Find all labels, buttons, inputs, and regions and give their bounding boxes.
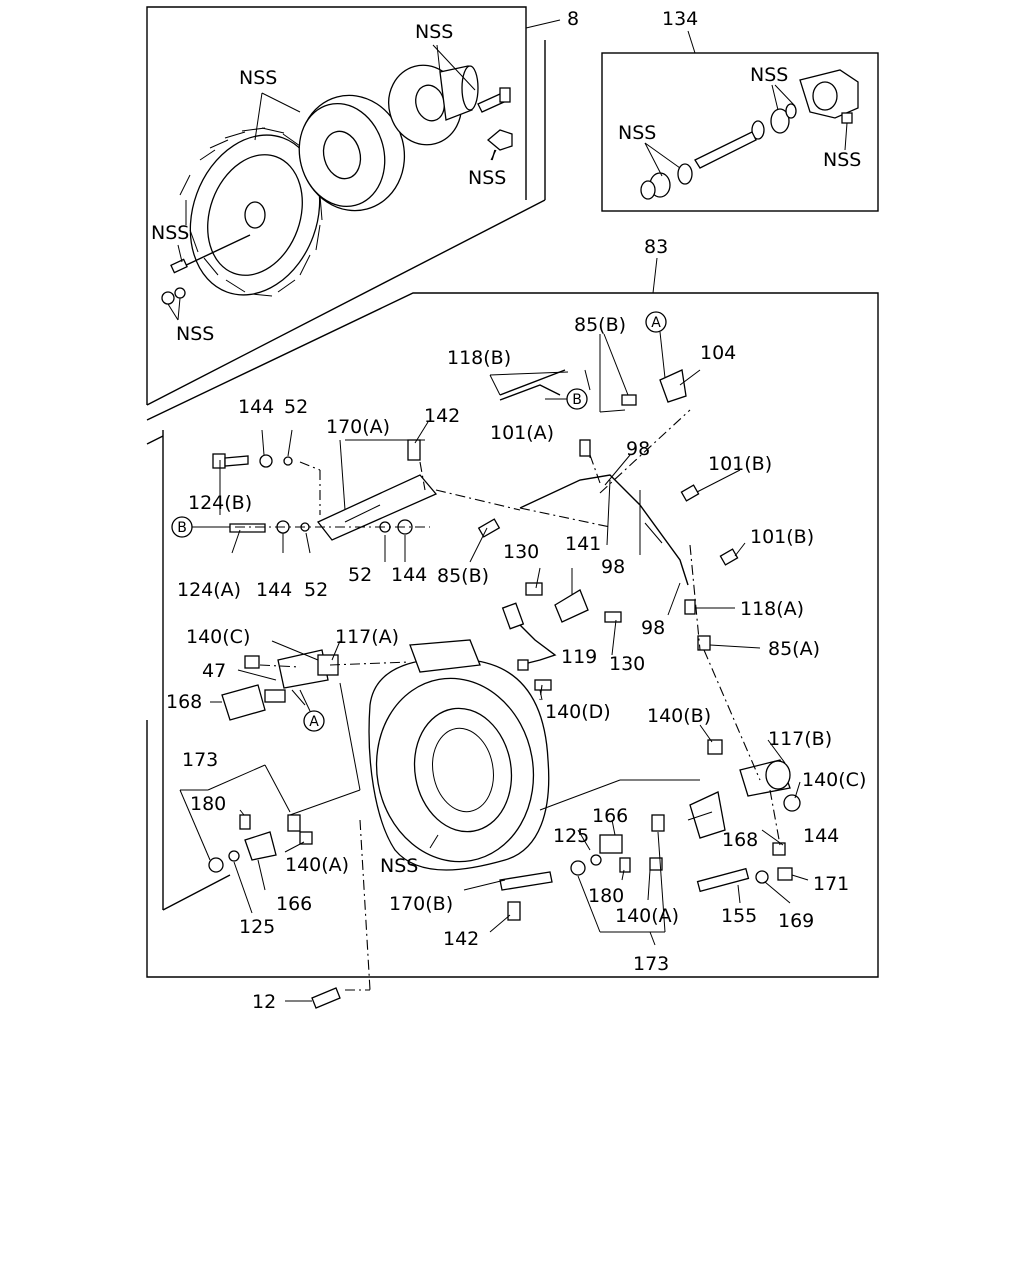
label-166: 166 — [592, 805, 628, 827]
bolts-group-8 — [161, 87, 513, 305]
label-119: 119 — [561, 646, 597, 668]
label-173: 173 — [633, 953, 669, 975]
label-124b: 124(B) — [188, 492, 252, 514]
label-134: 134 — [662, 8, 698, 30]
label-140c: 140(C) — [802, 769, 866, 791]
flange-hub — [388, 64, 479, 146]
callout-b-top: B — [545, 388, 588, 410]
label-47: 47 — [202, 660, 226, 682]
label-nss: NSS — [750, 64, 788, 86]
label-52: 52 — [348, 564, 372, 586]
leaders-group-83 — [179, 333, 809, 1002]
label-98: 98 — [641, 617, 665, 639]
label-85b: 85(B) — [437, 565, 489, 587]
label-nss: NSS — [239, 67, 277, 89]
label-nss: NSS — [415, 21, 453, 43]
label-155: 155 — [721, 905, 757, 927]
label-180: 180 — [588, 885, 624, 907]
label-140b: 140(B) — [647, 705, 711, 727]
label-142: 142 — [443, 928, 479, 950]
label-166: 166 — [276, 893, 312, 915]
label-104: 104 — [700, 342, 736, 364]
label-85a: 85(A) — [768, 638, 820, 660]
label-101b: 101(B) — [750, 526, 814, 548]
label-101a: 101(A) — [490, 422, 554, 444]
label-52: 52 — [284, 396, 308, 418]
label-125: 125 — [239, 916, 275, 938]
label-168: 168 — [722, 829, 758, 851]
svg-text:B: B — [177, 520, 187, 536]
label-140d: 140(D) — [545, 701, 611, 723]
label-171: 171 — [813, 873, 849, 895]
label-170a: 170(A) — [326, 416, 390, 438]
label-nss: NSS — [151, 222, 189, 244]
label-118a: 118(A) — [740, 598, 804, 620]
guide-lines — [235, 409, 781, 991]
label-98: 98 — [601, 556, 625, 578]
label-nss: NSS — [176, 323, 214, 345]
label-180: 180 — [190, 793, 226, 815]
label-85b: 85(B) — [574, 314, 626, 336]
svg-text:A: A — [651, 315, 661, 331]
callout-b-left: B — [171, 516, 230, 538]
frame-group-83 — [146, 257, 879, 978]
hub-disc — [298, 94, 406, 212]
part-labels: 8 134 83 NSS NSS NSS NSS NSS NSS NSS NSS… — [151, 8, 866, 1013]
label-101b: 101(B) — [708, 453, 772, 475]
label-117a: 117(A) — [335, 626, 399, 648]
label-nss: NSS — [468, 167, 506, 189]
label-98: 98 — [626, 438, 650, 460]
seal-assembly-134 — [640, 69, 859, 200]
label-124a: 124(A) — [177, 579, 241, 601]
label-140a: 140(A) — [615, 905, 679, 927]
label-144: 144 — [256, 579, 292, 601]
frame-group-8 — [146, 6, 561, 406]
label-nss: NSS — [823, 149, 861, 171]
frame-group-134 — [601, 30, 879, 212]
svg-text:A: A — [309, 714, 319, 730]
label-173: 173 — [182, 749, 218, 771]
label-141: 141 — [565, 533, 601, 555]
label-144: 144 — [803, 825, 839, 847]
label-8: 8 — [567, 8, 579, 30]
label-12: 12 — [252, 991, 276, 1013]
fan-assembly — [170, 127, 323, 297]
label-140c: 140(C) — [186, 626, 250, 648]
label-144: 144 — [391, 564, 427, 586]
label-142: 142 — [424, 405, 460, 427]
label-52: 52 — [304, 579, 328, 601]
callout-a-mid: A — [299, 689, 325, 732]
label-140a: 140(A) — [285, 854, 349, 876]
label-169: 169 — [778, 910, 814, 932]
label-nss: NSS — [618, 122, 656, 144]
label-170b: 170(B) — [389, 893, 453, 915]
callout-a-top: A — [645, 311, 667, 379]
label-144: 144 — [238, 396, 274, 418]
svg-text:B: B — [572, 392, 582, 408]
label-nss: NSS — [380, 855, 418, 877]
label-118b: 118(B) — [447, 347, 511, 369]
label-130: 130 — [503, 541, 539, 563]
label-117b: 117(B) — [768, 728, 832, 750]
flywheel-housing — [368, 639, 550, 871]
label-125: 125 — [553, 825, 589, 847]
label-83: 83 — [644, 236, 668, 258]
bracket-170a — [316, 474, 438, 541]
leaders-group-8 — [167, 44, 497, 321]
label-168: 168 — [166, 691, 202, 713]
label-130: 130 — [609, 653, 645, 675]
